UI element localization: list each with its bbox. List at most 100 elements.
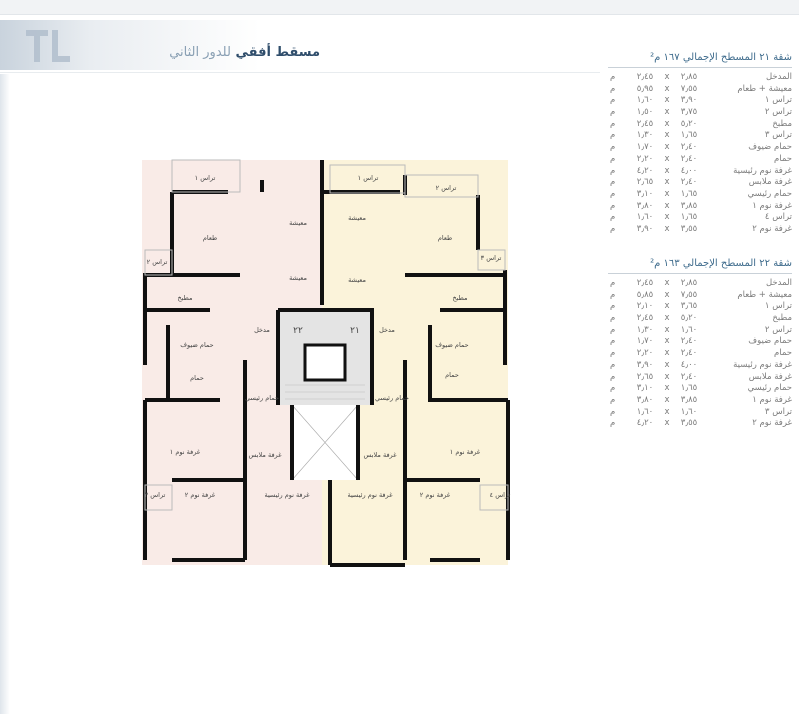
cell-room: غرفة ملابس — [748, 177, 792, 188]
core-label-unit22: ٢٢ — [293, 326, 303, 336]
brand-logo-icon — [26, 30, 70, 62]
unit21-title: شقة ٢١ المسطح الإجمالي ١٦٧ م² — [608, 52, 792, 68]
cell-room: تراس ١ — [764, 301, 792, 312]
cell-times: x — [664, 336, 670, 347]
cell-room: تراس ٣ — [764, 130, 792, 141]
cell-unit: م — [610, 348, 616, 359]
cell-unit: م — [610, 301, 616, 312]
room-label: مطبخ — [178, 294, 193, 302]
cell-room: مطبخ — [772, 313, 792, 324]
cell-unit: م — [610, 336, 616, 347]
room-label: تراس ٢ — [436, 184, 457, 192]
cell-a: ٣٫٥٥ — [680, 418, 698, 429]
cell-b: ٣٫٨٠ — [636, 200, 654, 211]
cell-unit: م — [610, 324, 616, 335]
cell-b: ٢٫٤٥ — [636, 313, 654, 324]
cell-room: تراس ١ — [764, 95, 792, 106]
cell-unit: م — [610, 278, 616, 288]
core-label-unit21: ٢١ — [350, 326, 360, 336]
cell-unit: م — [610, 289, 616, 300]
cell-times: x — [664, 313, 670, 324]
cell-times: x — [664, 394, 670, 405]
cell-unit: م — [610, 165, 616, 176]
title-main: مسقط أفقي — [235, 45, 320, 60]
room-label: غرفة نوم ٢ — [420, 491, 451, 499]
cell-times: x — [664, 324, 670, 335]
cell-times: x — [664, 72, 670, 82]
cell-unit: م — [610, 118, 616, 129]
cell-room: غرفة نوم ١ — [752, 394, 792, 405]
cell-room: حمام — [773, 348, 792, 359]
cell-b: ٢٫٤٥ — [636, 118, 654, 129]
cell-b: ١٫٦٠ — [636, 212, 654, 223]
cell-times: x — [664, 371, 670, 382]
cell-room: تراس ٢ — [764, 107, 792, 118]
cell-a: ٧٫٥٥ — [680, 289, 698, 300]
cell-room: المدخل — [765, 278, 792, 288]
cell-room: غرفة ملابس — [748, 371, 792, 382]
cell-times: x — [664, 359, 670, 370]
cell-times: x — [664, 83, 670, 94]
cell-times: x — [664, 418, 670, 429]
cell-b: ١٫٧٠ — [636, 142, 654, 153]
room-label: تراس ١ — [358, 174, 379, 182]
cell-a: ١٫٦٥ — [680, 212, 698, 223]
cell-unit: م — [610, 383, 616, 394]
top-band — [0, 0, 799, 15]
cell-room: غرفة نوم ٢ — [752, 418, 792, 429]
title-sub: للدور الثاني — [169, 45, 231, 60]
cell-room: غرفة نوم رئيسية — [733, 165, 792, 176]
cell-b: ٣٫١٠ — [636, 383, 654, 394]
cell-unit: م — [610, 188, 616, 199]
cell-times: x — [664, 383, 670, 394]
cell-a: ٣٫٥٥ — [680, 223, 698, 234]
cell-b: ٢٫٦٥ — [636, 371, 654, 382]
cell-room: حمام — [773, 153, 792, 164]
cell-unit: م — [610, 107, 616, 118]
cell-a: ١٫٦٠ — [680, 324, 698, 335]
cell-room: حمام ضيوف — [748, 336, 792, 347]
cell-unit: م — [610, 371, 616, 382]
cell-b: ٥٫٩٥ — [636, 83, 654, 94]
cell-times: x — [664, 142, 670, 153]
cell-room: المدخل — [765, 72, 792, 82]
cell-unit: م — [610, 406, 616, 417]
cell-a: ٢٫٨٥ — [680, 278, 698, 288]
room-label: مدخل — [379, 326, 395, 334]
cell-a: ٣٫٨٥ — [680, 200, 698, 211]
divider — [0, 72, 600, 73]
cell-unit: م — [610, 359, 616, 370]
header-band — [0, 20, 799, 70]
cell-b: ٣٫٨٠ — [636, 394, 654, 405]
room-label: غرفة نوم ٢ — [185, 491, 216, 499]
cell-a: ٢٫٤٠ — [680, 142, 698, 153]
cell-room: غرفة نوم ١ — [752, 200, 792, 211]
cell-a: ٥٫٢٠ — [680, 313, 698, 324]
room-label: معيشة — [289, 274, 307, 282]
cell-unit: م — [610, 142, 616, 153]
cell-a: ١٫٦٠ — [680, 406, 698, 417]
cell-unit: م — [610, 130, 616, 141]
cell-b: ١٫٦٠ — [636, 406, 654, 417]
cell-b: ٢٫٤٥ — [636, 72, 654, 82]
cell-unit: م — [610, 394, 616, 405]
cell-b: ٤٫٢٠ — [636, 165, 654, 176]
cell-room: حمام رئيسي — [747, 188, 792, 199]
